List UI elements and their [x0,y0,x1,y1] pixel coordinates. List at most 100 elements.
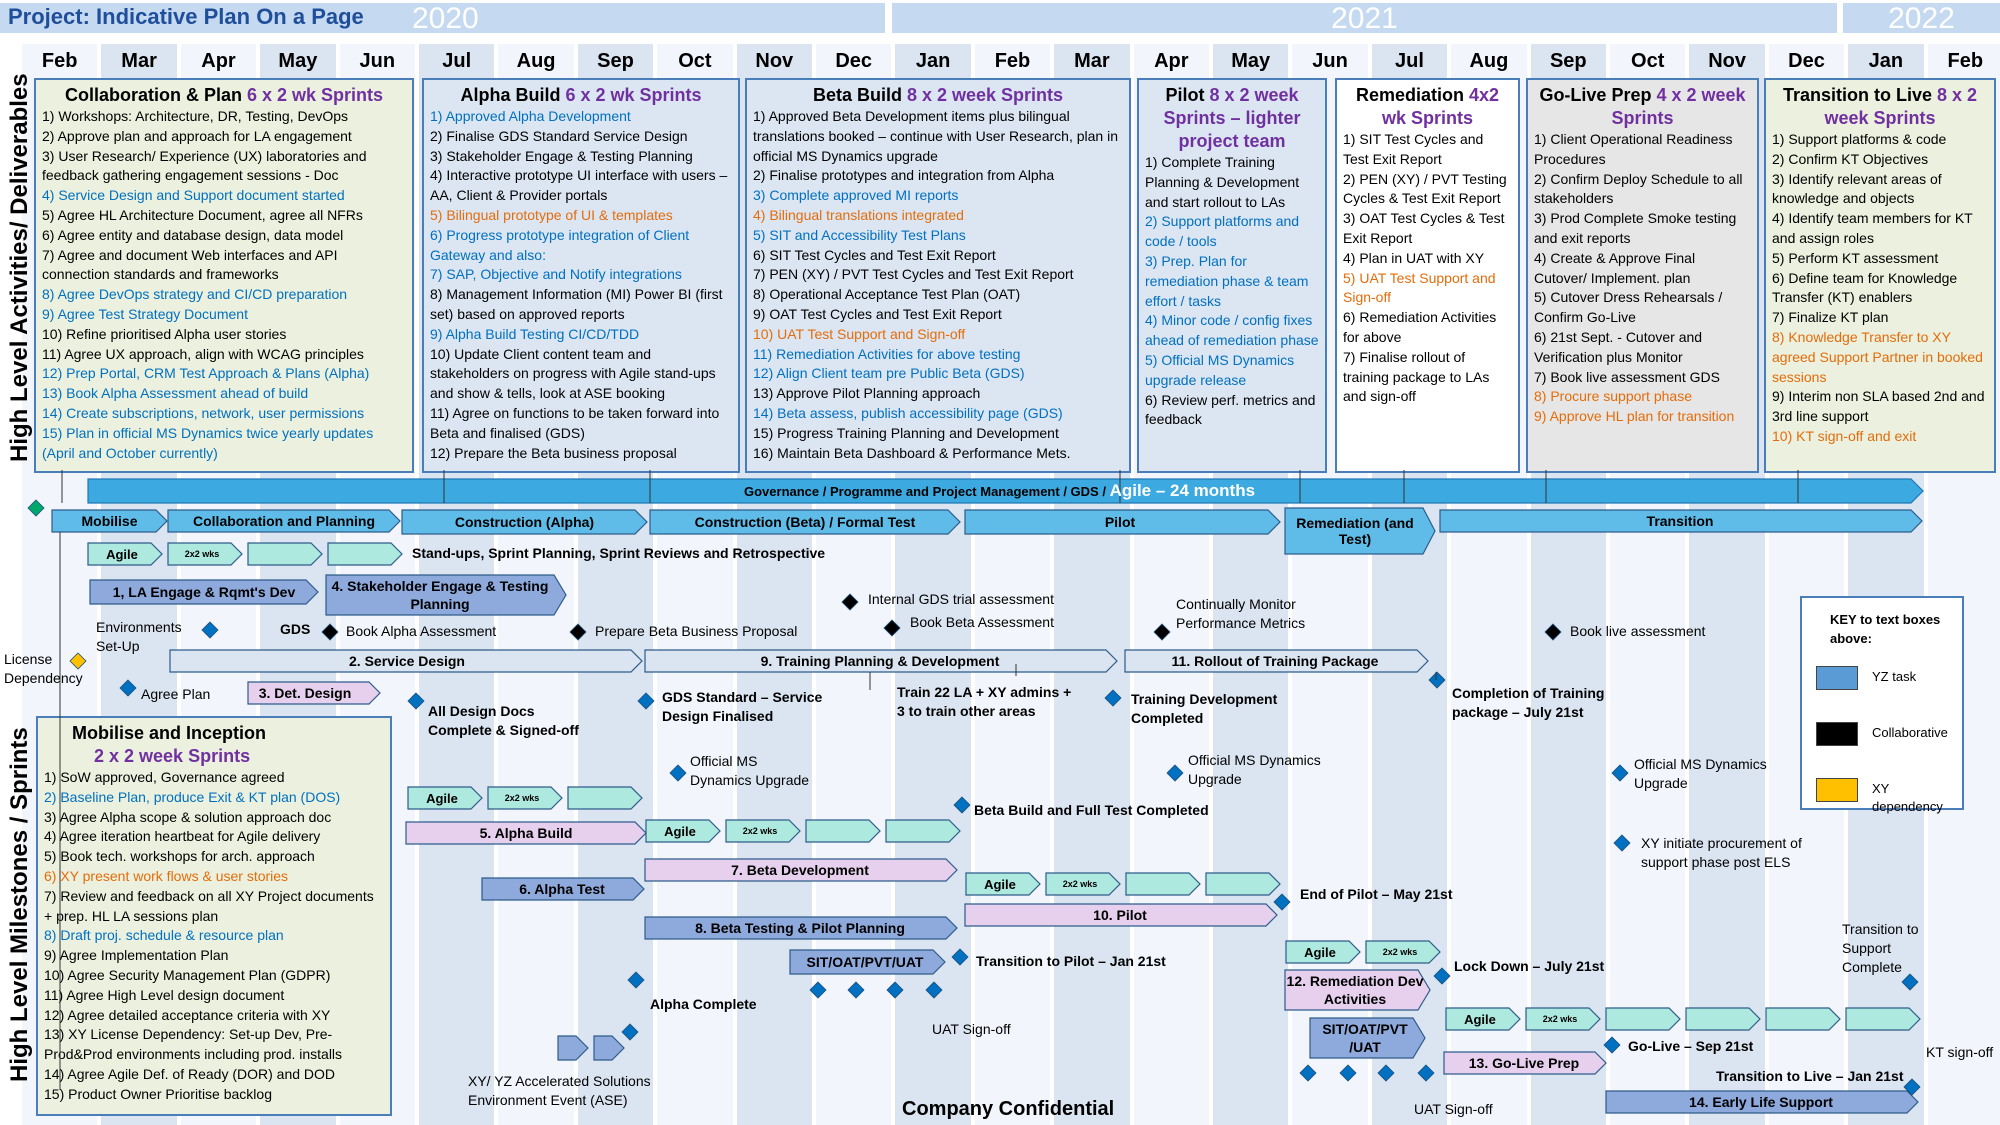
list-item: 3) Prep. Plan for remediation phase & te… [1145,252,1309,309]
agile-label: Agile [1304,944,1336,960]
milestone-diamond [321,623,339,641]
governance-bar [87,478,1924,504]
ms-alpha-complete: Alpha Complete [650,996,757,1012]
phase-arrow-shape [1284,507,1436,555]
task-chevron [644,916,958,940]
agile-chevron [645,819,721,843]
task-sit-oat-1: SIT/OAT/PVT/UAT [806,954,924,970]
task-chevron [1284,969,1431,1011]
list-item: 2) PEN (XY) / PVT Testing Cycles & Test … [1343,170,1507,207]
list-item: 12) Align Client team pre Public Beta (G… [753,365,1025,382]
task-sit-oat-2: SIT/OAT/PVT /UAT [1322,1021,1408,1055]
milestone-diamond [1299,1064,1317,1082]
phase-arrow-transition: Transition [1646,513,1714,529]
list-item: 5) Agree HL Architecture Document, agree… [42,206,363,223]
milestone-diamond [637,692,655,710]
list-item: 2) Confirm KT Objectives [1772,150,1929,167]
phase-arrow-collaboration: Collaboration and Planning [193,513,375,529]
agile-chevron [247,542,323,566]
list-item: 1) Client Operational Readiness Procedur… [1534,131,1733,167]
milestone-diamond [407,692,425,710]
list-item: 3) Prod Complete Smoke testing and exit … [1534,210,1737,246]
milestone-diamond [841,593,859,611]
list-item: 4) Agree iteration heartbeat for Agile d… [44,828,321,845]
agile-chevron [1685,1007,1761,1031]
list-item: 8) Operational Acceptance Test Plan (OAT… [753,286,1021,303]
task-chevron [644,858,958,882]
month-label: Mar [101,44,177,78]
legend-label: Collaborative [1872,725,1948,740]
list-item: 7) Agree and document Web interfaces and… [42,246,338,283]
ms-transition-support: Transition to Support Complete [1842,921,1919,975]
agile-chevron [1765,1007,1841,1031]
phase-box: Pilot 8 x 2 week Sprints – lighter proje… [1137,78,1327,473]
ms-agree-plan: Agree Plan [141,686,211,702]
list-item: 12) Agree detailed acceptance criteria w… [44,1006,331,1023]
milestone-diamond [1603,1036,1621,1054]
agile-chevron [567,786,643,810]
task-chevron [169,649,643,673]
list-item: 1) Complete Training Planning & Developm… [1145,154,1300,210]
list-item: 5) Bilingual prototype of UI & templates [430,206,673,223]
phase-arrow-shape [649,509,961,535]
agile-chevron [327,542,403,566]
list-item: 14) Agree Agile Def. of Ready (DOR) and … [44,1065,336,1082]
list-item: 10) Refine prioritised Alpha user storie… [42,325,287,342]
milestone-diamond [925,981,943,999]
phase-title-text: Pilot [1165,85,1210,105]
ms-license: License Dependency [4,651,83,686]
task-chevron [405,821,647,845]
project-title: Project: Indicative Plan On a Page [8,4,364,29]
phase-arrow-remediation: Remediation (and Test) [1296,515,1414,547]
year-bar-2021: 2021 [892,3,1837,35]
list-item: 5) Cutover Dress Rehearsals / Confirm Go… [1534,289,1723,326]
standups-label: Stand-ups, Sprint Planning, Sprint Revie… [412,545,826,561]
ms-book-live: Book live assessment [1570,623,1706,639]
task-chevron [481,877,645,901]
ms-design-docs: All Design Docs Complete & Signed-off [428,703,579,738]
agile-chevron [167,542,243,566]
list-item: 2) Approve plan and approach for LA enga… [42,127,352,144]
agile-label: Agile [106,546,138,562]
ms-completion-training: Completion of Training package – July 21… [1452,685,1605,720]
list-item: 5) Official MS Dynamics upgrade release [1145,351,1295,388]
list-item: 10) KT sign-off and exit [1772,427,1917,444]
month-label: Aug [498,44,574,78]
list-item: 4) Service Design and Support document s… [42,187,345,204]
list-item: 8) Procure support phase [1534,388,1692,405]
month-label: Sep [1530,44,1606,78]
list-item: 6) Agree entity and database design, dat… [42,226,344,243]
milestone-diamond [621,1023,639,1041]
list-item: 13) Book Alpha Assessment ahead of build [42,385,309,402]
list-item: 12) Prep Portal, CRM Test Approach & Pla… [42,365,370,382]
month-label: Mar [1054,44,1130,78]
list-item: 12) Prepare the Beta business proposal [430,444,677,461]
agile-chevron [725,819,801,843]
legend-label: YZ task [1872,669,1917,684]
list-item: 1) SIT Test Cycles and Test Exit Report [1343,131,1484,167]
ms-training-dev: Training Development Completed [1131,691,1278,726]
list-item: 15) Plan in official MS Dynamics twice y… [42,424,374,461]
month-label: May [1213,44,1289,78]
task-7-beta-dev: 7. Beta Development [731,862,869,878]
ms-ase-event: XY/ YZ Accelerated Solutions Environment… [468,1073,651,1108]
list-item: 1) Approved Alpha Development [430,108,631,124]
milestone-diamond [1339,1064,1357,1082]
list-item: 8) Knowledge Transfer to XY agreed Suppo… [1772,328,1983,385]
ms-transition-live: Transition to Live – Jan 21st [1716,1068,1904,1084]
agile-chevron [1445,1007,1521,1031]
agile-chevron [487,786,563,810]
milestone-diamond [1377,1064,1395,1082]
month-label: Jul [419,44,495,78]
task-13-golive-prep: 13. Go-Live Prep [1468,1055,1580,1071]
milestone-diamond [1433,967,1451,985]
milestone-diamond [27,499,45,517]
list-item: 3) User Research/ Experience (UX) labora… [42,147,367,184]
milestone-diamond [627,971,645,989]
month-label: Feb [974,44,1051,78]
list-item: 5) Perform KT assessment [1772,249,1939,266]
